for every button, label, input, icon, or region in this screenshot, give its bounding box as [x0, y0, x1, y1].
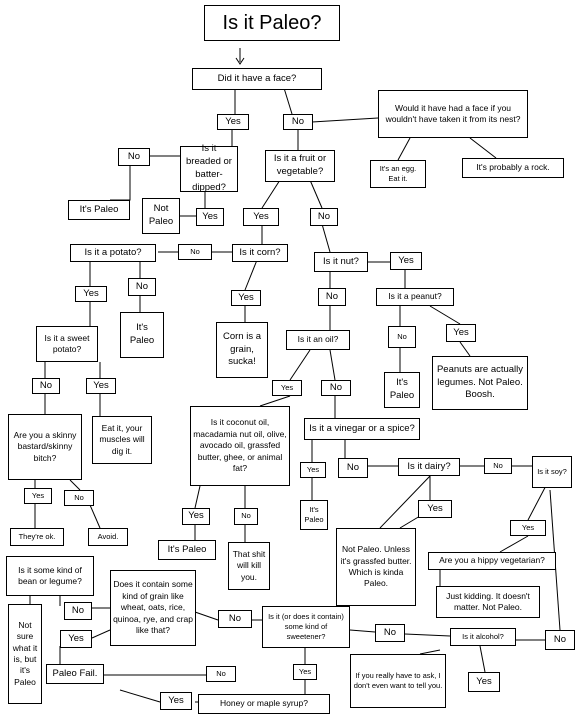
node-sp-yes: Yes — [86, 378, 116, 394]
node-peanut-yes: Yes — [446, 324, 476, 342]
node-nut: Is it nut? — [314, 252, 368, 272]
node-potato-yes: Yes — [75, 286, 107, 302]
node-sweet-potato: Is it a sweet potato? — [36, 326, 98, 362]
node-paleo-2: It's Paleo — [120, 312, 164, 358]
node-corn-grain: Corn is a grain, sucka! — [216, 322, 268, 378]
node-hippy: Are you a hippy vegetarian? — [428, 552, 556, 570]
node-soy: Is it soy? — [532, 456, 572, 488]
node-avoid: Avoid. — [88, 528, 128, 546]
node-coconut: Is it coconut oil, macadamia nut oil, ol… — [190, 406, 290, 486]
node-face-no: No — [283, 114, 313, 130]
node-not-paleo-butter: Not Paleo. Unless it's grassfed butter. … — [336, 528, 416, 606]
node-honey-no: No — [206, 666, 236, 682]
node-dairy: Is it dairy? — [398, 458, 460, 476]
node-kidding: Just kidding. It doesn't matter. Not Pal… — [436, 586, 540, 618]
node-kill: That shit will kill you. — [228, 542, 270, 590]
node-vin-no: No — [338, 458, 368, 478]
node-face-yes: Yes — [217, 114, 249, 130]
node-fruit: Is it a fruit or vegetable? — [265, 150, 335, 182]
node-paleo-fail: Paleo Fail. — [46, 664, 104, 684]
node-corn-no: No — [178, 244, 212, 260]
node-fruit-yes: Yes — [243, 208, 279, 226]
node-alc-no-right: No — [545, 630, 575, 650]
node-sweetener: Is it (or does it contain) some kind of … — [262, 606, 350, 648]
node-potato-no: No — [128, 278, 156, 296]
node-corn-yes: Yes — [231, 290, 261, 306]
node-ok: They're ok. — [10, 528, 64, 546]
node-breaded-no: No — [118, 148, 150, 166]
node-dairy-yes: Yes — [418, 500, 452, 518]
node-not-sure: Not sure what it is, but it's Paleo — [8, 604, 42, 704]
node-skinny-yes: Yes — [24, 488, 52, 504]
node-sw-yes: Yes — [293, 664, 317, 680]
node-breaded: Is it breaded or batter-dipped? — [180, 143, 238, 193]
node-coco-yes: Yes — [182, 508, 210, 525]
node-alc-no-left: No — [375, 624, 405, 642]
node-alc-yes: Yes — [468, 672, 500, 692]
node-peanut: Is it a peanut? — [376, 288, 454, 306]
node-face: Did it have a face? — [192, 68, 322, 90]
node-grain-yes: Yes — [60, 630, 92, 648]
node-paleo-3: It's Paleo — [384, 372, 420, 408]
node-nut-yes: Yes — [390, 252, 422, 270]
node-potato: Is it a potato? — [70, 244, 156, 262]
node-paleo-1: It's Paleo — [68, 200, 130, 220]
node-corn: Is it corn? — [232, 244, 288, 262]
node-oil-no: No — [321, 380, 351, 396]
node-ask: If you really have to ask, I don't even … — [350, 654, 446, 708]
node-breaded-yes: Yes — [196, 208, 224, 226]
node-paleo-5: It's Paleo — [300, 500, 328, 530]
node-not-paleo-1: Not Paleo — [142, 198, 180, 234]
node-nest: Would it have had a face if you wouldn't… — [378, 90, 528, 138]
node-grain: Does it contain some kind of grain like … — [110, 570, 196, 646]
node-nut-no: No — [318, 288, 346, 306]
node-alcohol: Is it alcohol? — [450, 628, 516, 646]
node-soy-yes: Yes — [510, 520, 546, 536]
node-rock: It's probably a rock. — [462, 158, 564, 178]
node-oil: Is it an oil? — [286, 330, 350, 350]
node-skinny-no: No — [64, 490, 94, 506]
node-sw-no: No — [218, 610, 252, 628]
node-eat-it: Eat it, your muscles will dig it. — [92, 416, 152, 464]
node-honey-yes: Yes — [160, 692, 192, 710]
node-oil-yes: Yes — [272, 380, 302, 396]
node-skinny: Are you a skinny bastard/skinny bitch? — [8, 414, 82, 480]
node-dairy-no: No — [484, 458, 512, 474]
node-grain-no: No — [64, 602, 92, 620]
node-fruit-no: No — [310, 208, 338, 226]
node-sp-no: No — [32, 378, 60, 394]
title: Is it Paleo? — [204, 5, 340, 41]
node-legumes: Peanuts are actually legumes. Not Paleo.… — [432, 356, 528, 410]
node-paleo-4: It's Paleo — [158, 540, 216, 560]
node-honey: Honey or maple syrup? — [198, 694, 330, 714]
node-egg: It's an egg. Eat it. — [370, 160, 426, 188]
node-peanut-no: No — [388, 326, 416, 348]
node-vinegar: Is it a vinegar or a spice? — [304, 418, 420, 440]
node-vin-yes: Yes — [300, 462, 326, 478]
node-bean: Is it some kind of bean or legume? — [6, 556, 94, 596]
node-coco-no: No — [234, 508, 258, 525]
